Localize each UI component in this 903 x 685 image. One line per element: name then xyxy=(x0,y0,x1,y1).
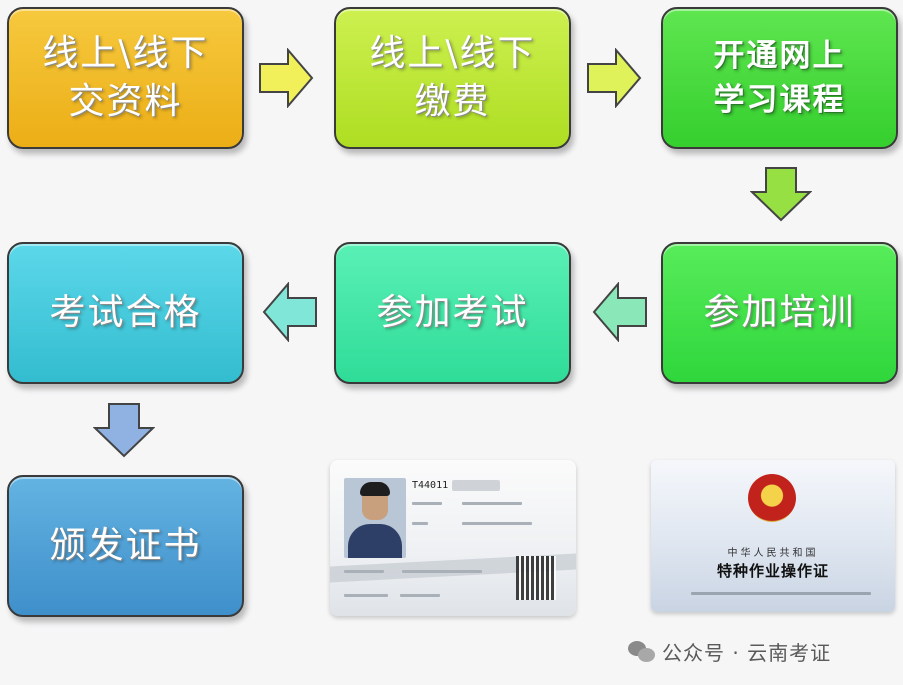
step-label-line2: 缴费 xyxy=(414,81,491,122)
step-label-line1: 线上\线下 xyxy=(42,33,209,74)
watermark: 公众号 · 云南考证 xyxy=(628,636,831,666)
step-label-line2: 交资料 xyxy=(68,81,183,122)
step-label: 参加考试 xyxy=(376,292,529,333)
arrow-down-icon xyxy=(750,166,812,222)
certificate-footer-line xyxy=(691,592,871,595)
step-pass-exam: 考试合格 xyxy=(7,242,244,384)
arrow-left-icon xyxy=(262,282,318,342)
text-line xyxy=(462,522,532,525)
step-take-exam: 参加考试 xyxy=(334,242,571,384)
step-label-line2: 学习课程 xyxy=(713,82,846,118)
step-label-line1: 线上\线下 xyxy=(369,33,536,74)
step-label: 考试合格 xyxy=(49,292,202,333)
id-card-image: T44011 xyxy=(330,460,576,616)
id-photo xyxy=(344,478,406,558)
wechat-icon xyxy=(628,639,656,663)
national-emblem-icon xyxy=(748,474,796,522)
text-line xyxy=(344,594,388,597)
text-line xyxy=(462,502,522,505)
id-number: T44011 xyxy=(412,480,449,491)
step-submit-materials: 线上\线下 交资料 xyxy=(7,7,244,149)
step-label: 参加培训 xyxy=(703,292,856,333)
step-issue-certificate: 颁发证书 xyxy=(7,475,244,617)
text-line xyxy=(400,594,440,597)
blurred-field xyxy=(452,480,500,491)
text-line xyxy=(412,522,428,525)
arrow-right-icon xyxy=(258,48,314,108)
step-label-line1: 开通网上 xyxy=(713,38,846,74)
arrow-right-icon xyxy=(586,48,642,108)
text-line xyxy=(344,570,384,573)
certificate-cover-image: 中华人民共和国 特种作业操作证 xyxy=(651,460,895,612)
step-open-online-course: 开通网上 学习课程 xyxy=(661,7,898,149)
step-label: 颁发证书 xyxy=(49,525,202,566)
text-line xyxy=(402,570,482,573)
certificate-title: 特种作业操作证 xyxy=(716,562,829,580)
step-pay-fees: 线上\线下 缴费 xyxy=(334,7,571,149)
arrow-down-icon xyxy=(93,402,155,458)
watermark-text: 公众号 · 云南考证 xyxy=(662,640,832,665)
certificate-country: 中华人民共和国 xyxy=(727,548,819,559)
text-line xyxy=(412,502,442,505)
step-attend-training: 参加培训 xyxy=(661,242,898,384)
arrow-left-icon xyxy=(592,282,648,342)
qr-code-icon xyxy=(516,556,556,600)
